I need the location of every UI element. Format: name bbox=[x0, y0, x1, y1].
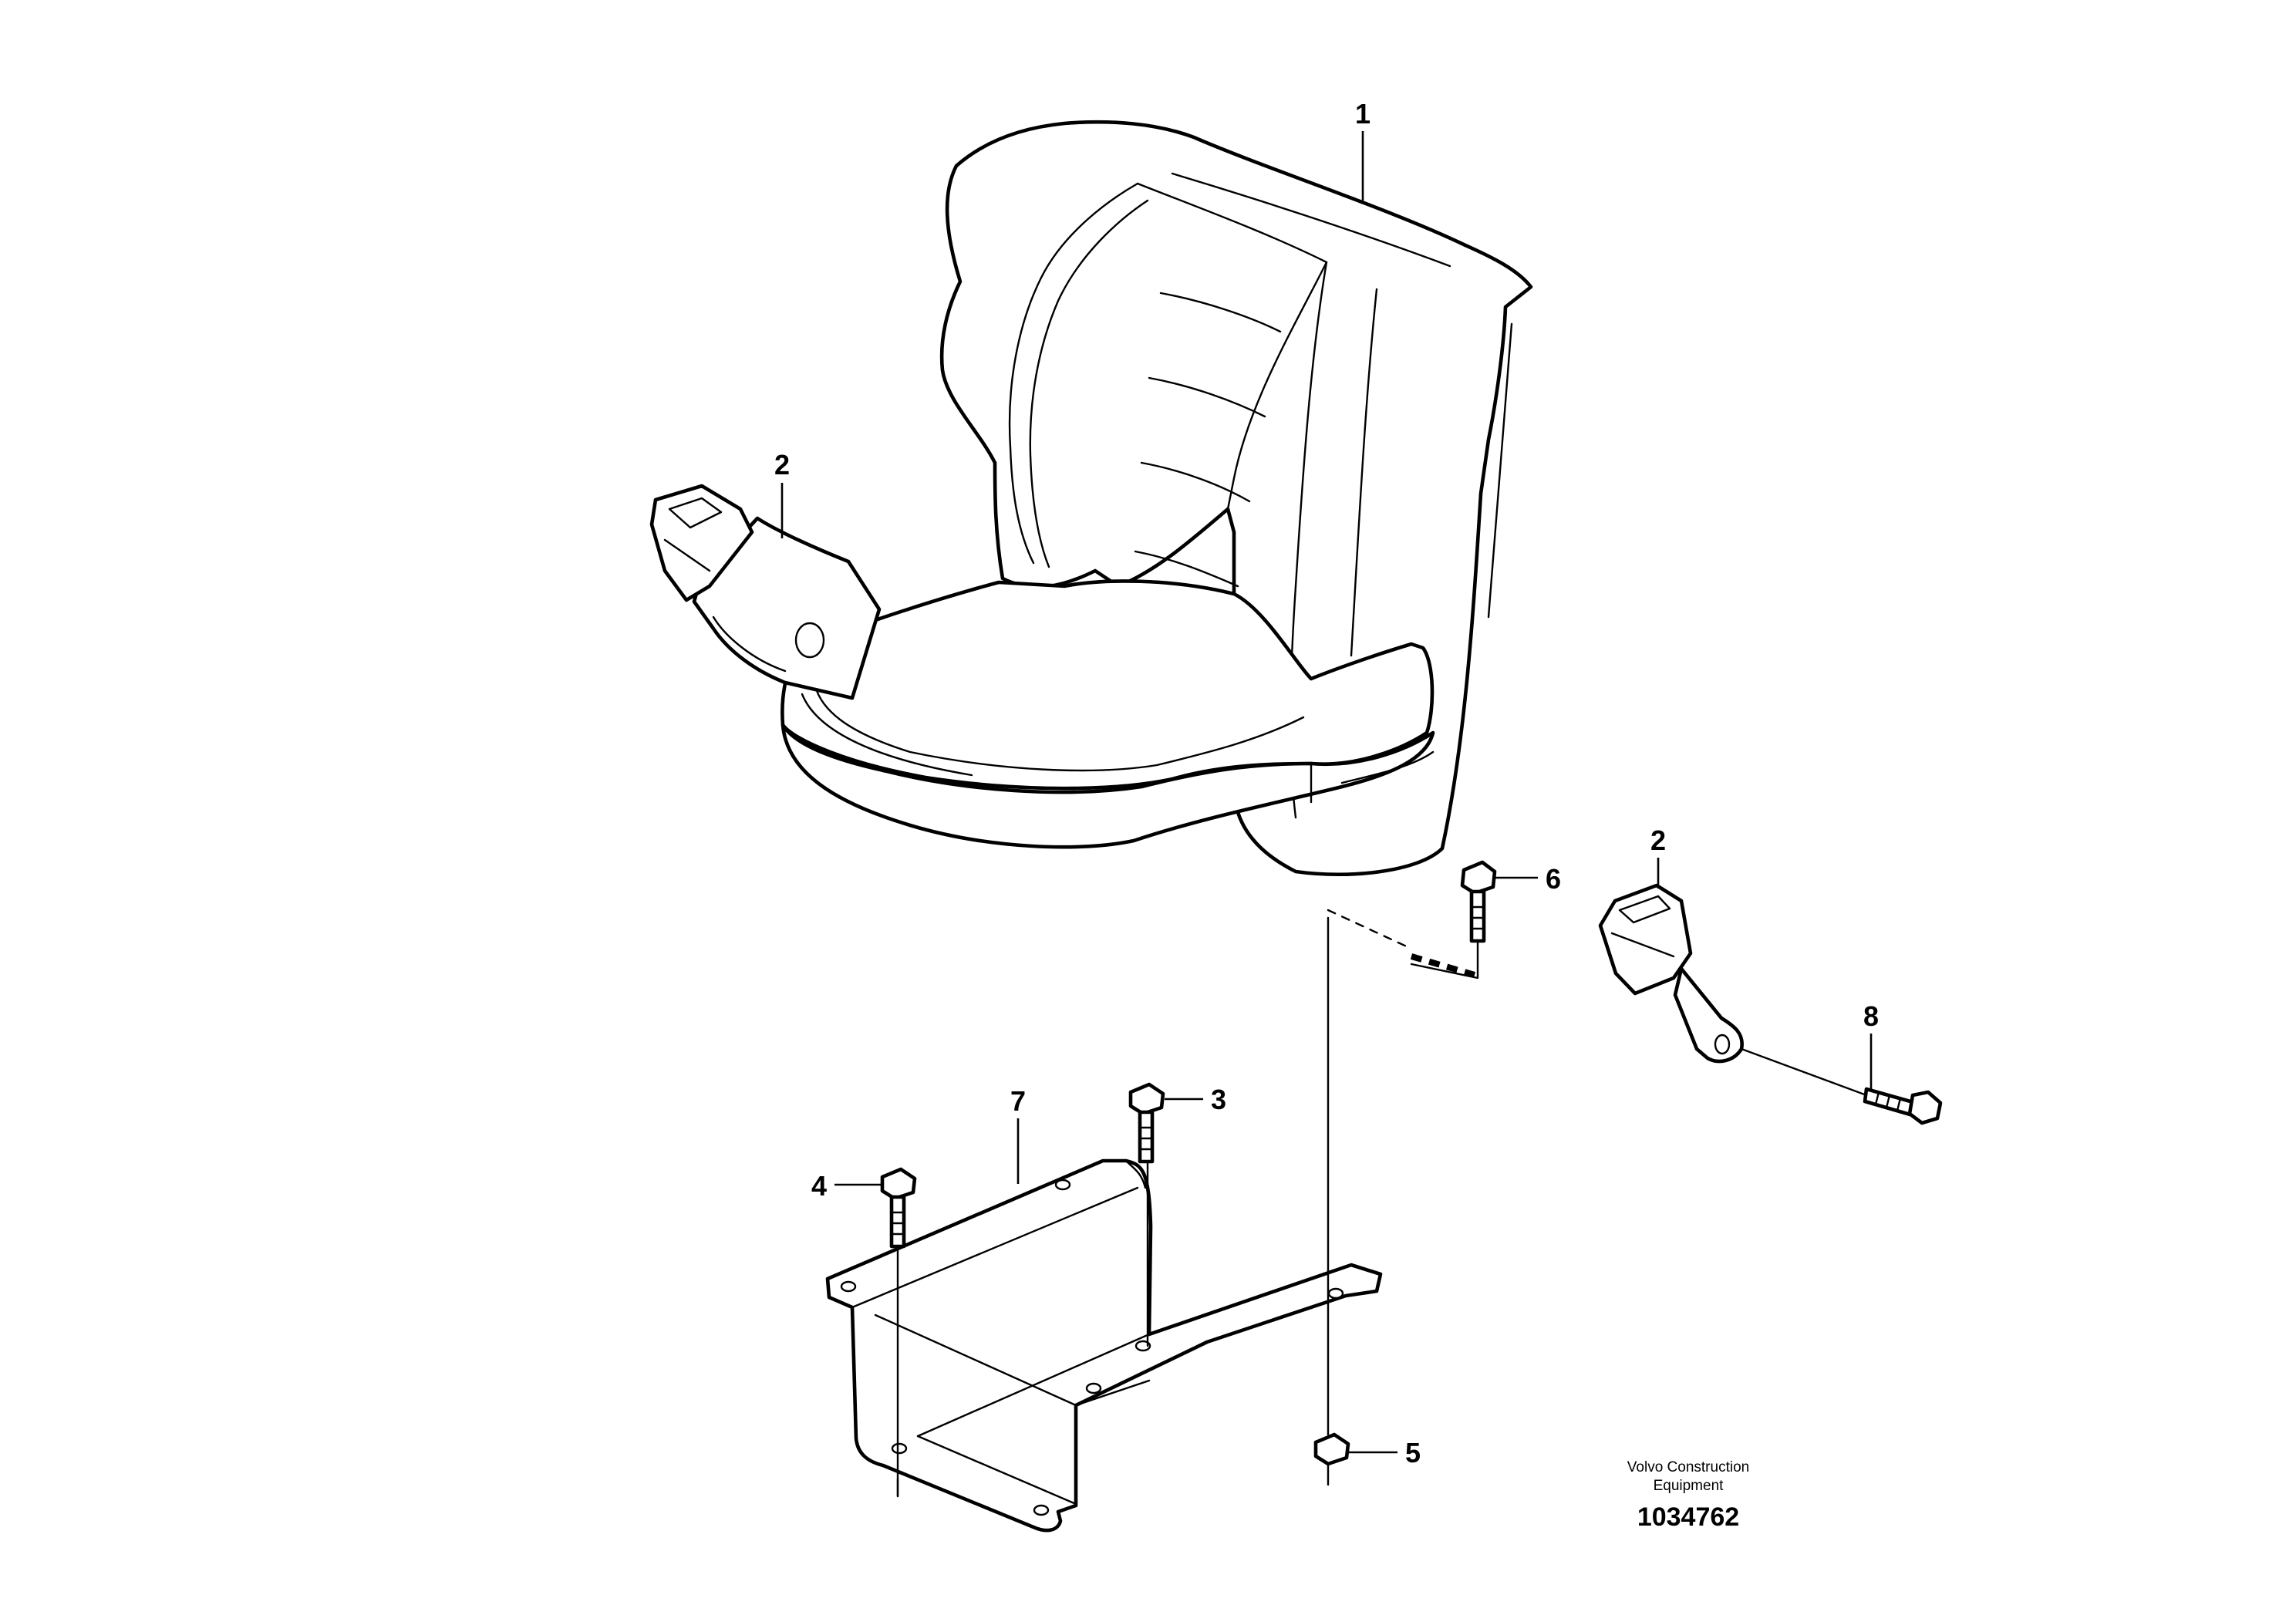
brand-line-1: Volvo Construction bbox=[1627, 1459, 1749, 1475]
callout-2-right: 2 bbox=[1650, 824, 1666, 856]
callout-leaders bbox=[781, 131, 1873, 1454]
document-footer: Volvo Construction Equipment 1034762 bbox=[1627, 1459, 1749, 1532]
bolt-6 bbox=[1460, 860, 1497, 943]
bolt-4 bbox=[880, 1167, 917, 1249]
seat-base-pan bbox=[781, 723, 1435, 849]
callout-2-left: 2 bbox=[774, 449, 790, 481]
seat-belt-buckle-left bbox=[649, 484, 882, 700]
assembly-lines bbox=[896, 909, 1868, 1498]
brand-line-2: Equipment bbox=[1654, 1478, 1725, 1494]
callout-6: 6 bbox=[1546, 863, 1561, 895]
callout-3: 3 bbox=[1211, 1084, 1226, 1115]
document-number: 1034762 bbox=[1637, 1502, 1739, 1532]
seat-assembly bbox=[781, 120, 1533, 877]
callout-1: 1 bbox=[1355, 98, 1371, 130]
bolt-3 bbox=[1128, 1082, 1165, 1164]
callout-labels: 1 2 2 3 4 5 6 7 8 bbox=[774, 98, 1879, 1469]
callout-4: 4 bbox=[811, 1170, 827, 1202]
nut-5 bbox=[1313, 1432, 1350, 1466]
seat-belt-latch-right bbox=[1598, 883, 1744, 1064]
callout-8: 8 bbox=[1863, 1000, 1879, 1032]
callout-7: 7 bbox=[1010, 1085, 1026, 1117]
callout-5: 5 bbox=[1405, 1437, 1421, 1469]
bolt-8 bbox=[1863, 1087, 1943, 1125]
seat-mounting-bracket bbox=[825, 1158, 1383, 1533]
